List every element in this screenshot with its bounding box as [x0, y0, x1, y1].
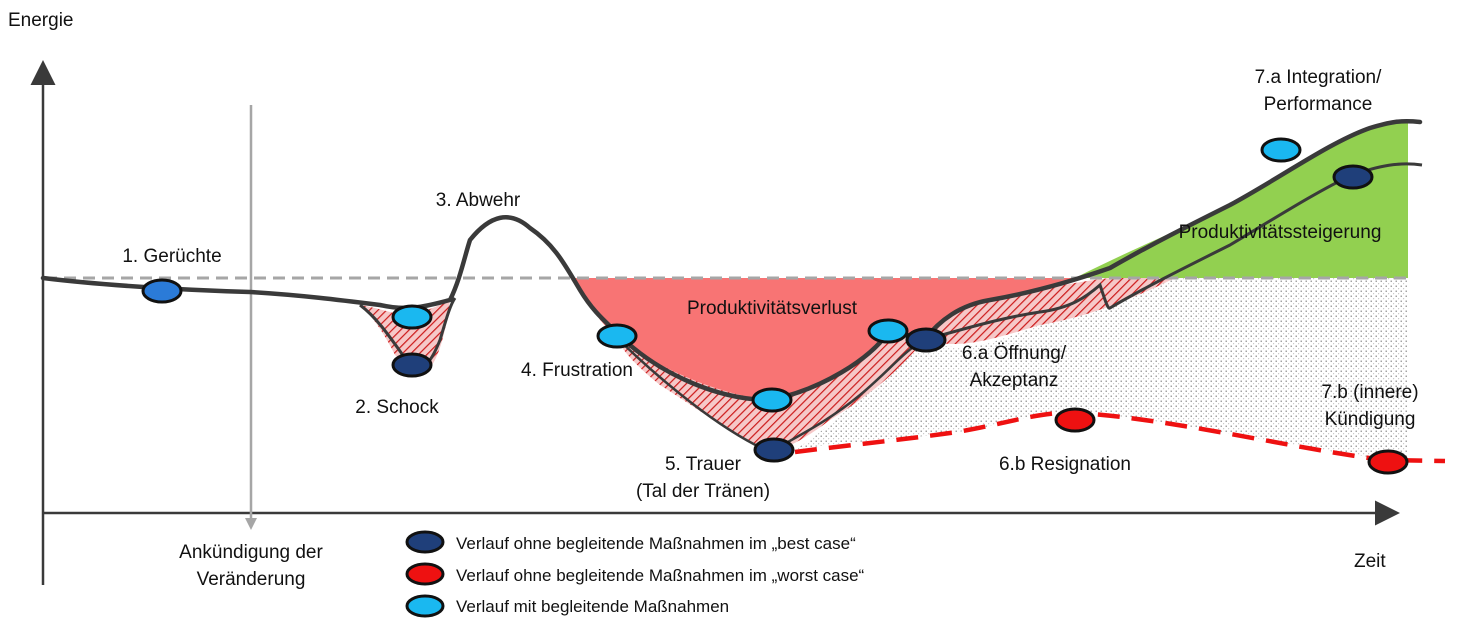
- y-axis-label: Energie: [8, 10, 74, 31]
- marker-acceptance-with-measures: [867, 318, 909, 344]
- announcement-arrowhead: [245, 518, 257, 530]
- marker-grief-with-measures: [751, 387, 793, 413]
- marker-integration-best-case: [1332, 164, 1374, 190]
- phase-label-inner-resignation-line2: Kündigung: [1325, 409, 1416, 430]
- marker-shock-with-measures: [391, 304, 433, 330]
- legend-marker-worst-case: [405, 562, 445, 586]
- phase-label-inner-resignation-line1: 7.b (innere): [1321, 382, 1418, 403]
- marker-inner-resignation: [1367, 449, 1409, 475]
- area-label-loss: Produktivitätsverlust: [687, 298, 858, 319]
- legend-label-worst-case: Verlauf ohne begleitende Maßnahmen im „w…: [456, 566, 865, 585]
- legend-marker-best-case: [405, 530, 445, 554]
- x-axis-label: Zeit: [1354, 551, 1386, 572]
- phase-label-resignation: 6.b Resignation: [999, 454, 1131, 475]
- legend-label-with-measures: Verlauf mit begleitende Maßnahmen: [456, 597, 729, 616]
- energy-curve-valley-outer: [614, 335, 925, 454]
- legend-label-best-case: Verlauf ohne begleitende Maßnahmen im „b…: [456, 534, 856, 553]
- marker-shock-best-case: [391, 352, 433, 378]
- phase-label-acceptance-line1: 6.a Öffnung/: [962, 343, 1067, 364]
- phase-label-shock: 2. Schock: [355, 397, 439, 418]
- legend-marker-with-measures: [405, 594, 445, 618]
- phase-label-rumors: 1. Gerüchte: [122, 246, 221, 267]
- area-label-gain: Produktivitätssteigerung: [1179, 222, 1382, 243]
- phase-label-integration-line1: 7.a Integration/: [1255, 67, 1382, 88]
- phase-markers: [141, 137, 1409, 475]
- phase-label-acceptance-line2: Akzeptanz: [970, 370, 1059, 391]
- resignation-gap-area: [795, 278, 1408, 462]
- worst-case-curve: [794, 410, 1446, 464]
- announcement-label-line2: Veränderung: [197, 569, 306, 590]
- marker-acceptance-best-case: [905, 327, 947, 353]
- phase-label-grief-line1: 5. Trauer: [665, 454, 742, 475]
- legend: Verlauf ohne begleitende Maßnahmen im „b…: [405, 530, 865, 618]
- marker-grief-best-case: [753, 437, 795, 463]
- phase-label-grief-line2: (Tal der Tränen): [636, 481, 770, 502]
- marker-frustration: [596, 323, 638, 349]
- energy-curve-main: [40, 119, 1423, 403]
- marker-integration-with-measures: [1260, 137, 1302, 163]
- marker-resignation: [1054, 407, 1096, 433]
- marker-rumors: [141, 278, 183, 304]
- phase-label-integration-line2: Performance: [1264, 94, 1373, 115]
- phase-label-frustration: 4. Frustration: [521, 360, 633, 381]
- announcement-label-line1: Ankündigung der: [179, 542, 323, 563]
- phase-label-defense: 3. Abwehr: [436, 190, 521, 211]
